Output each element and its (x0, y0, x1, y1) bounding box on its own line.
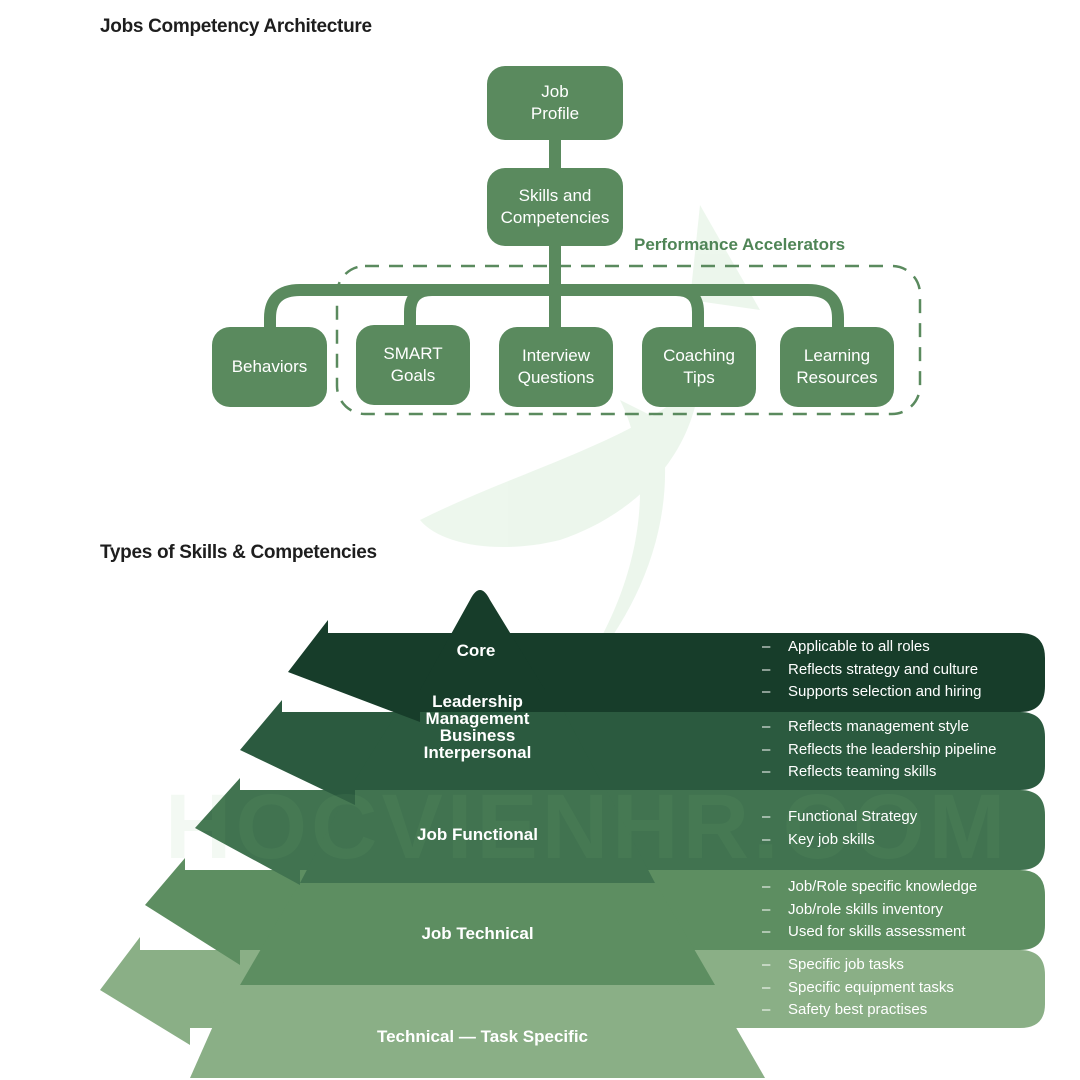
bullet-item: Supports selection and hiring (762, 681, 981, 704)
connector-smart (404, 284, 438, 336)
performance-accelerators-label: Performance Accelerators (634, 235, 846, 254)
bullet-item: Applicable to all roles (762, 636, 981, 659)
node-smart-goals: SMART Goals (356, 325, 470, 405)
node-interview-questions: Interview Questions (499, 327, 613, 407)
tier-1-bullets: Applicable to all roles Reflects strateg… (762, 636, 981, 704)
tier-3-label: Job Functional (417, 825, 538, 844)
bullet-item: Reflects strategy and culture (762, 659, 981, 682)
bullet-item: Safety best practises (762, 999, 954, 1022)
accelerators-group-border (335, 264, 922, 416)
node-coaching-tips: Coaching Tips (642, 327, 756, 407)
bullet-item: Used for skills assessment (762, 921, 977, 944)
connector-coaching (670, 284, 704, 336)
tier-3-shape (195, 778, 1045, 885)
bullet-item: Reflects teaming skills (762, 761, 996, 784)
node-job-profile: Job Profile (487, 66, 623, 140)
tier-1-label: Core (456, 641, 496, 660)
bullet-item: Specific job tasks (762, 954, 954, 977)
tier-4-bullets: Job/Role specific knowledge Job/role ski… (762, 876, 977, 944)
bullet-item: Job/role skills inventory (762, 899, 977, 922)
node-learning-resources: Learning Resources (780, 327, 894, 407)
tier-5-bullets: Specific job tasks Specific equipment ta… (762, 954, 954, 1022)
tier-3-bullets: Functional Strategy Key job skills (762, 806, 917, 851)
bullet-item: Specific equipment tasks (762, 977, 954, 1000)
bullet-item: Reflects management style (762, 716, 996, 739)
node-behaviors: Behaviors (212, 327, 327, 407)
node-skills-competencies: Skills and Competencies (487, 168, 623, 246)
types-title: Types of Skills & Competencies (100, 542, 377, 563)
background-swoosh (420, 205, 760, 700)
bullet-item: Job/Role specific knowledge (762, 876, 977, 899)
tier-5-label: Technical — Task Specific (376, 1027, 588, 1046)
tier-4-label: Job Technical (421, 924, 534, 943)
bullet-item: Key job skills (762, 829, 917, 852)
tier-2-bullets: Reflects management style Reflects the l… (762, 716, 996, 784)
tier-2-label: Leadership Management Business Interpers… (423, 692, 532, 762)
bullet-item: Reflects the leadership pipeline (762, 739, 996, 762)
architecture-title: Jobs Competency Architecture (100, 16, 372, 37)
bullet-item: Functional Strategy (762, 806, 917, 829)
